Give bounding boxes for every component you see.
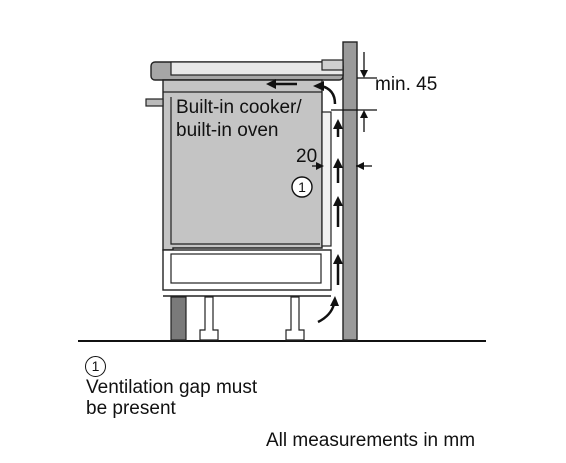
airflow-arrows xyxy=(266,79,343,324)
oven-feet xyxy=(199,296,305,341)
oven-drawer xyxy=(162,249,332,297)
wall xyxy=(342,41,358,341)
plinth xyxy=(170,296,187,341)
appliance-label-line1: Built-in cooker/ xyxy=(176,97,302,118)
min-clearance-dimension xyxy=(331,52,377,132)
legend-text-line2: be present xyxy=(86,398,176,419)
oven-body xyxy=(145,79,332,251)
legend-marker-line: 1 xyxy=(85,355,257,377)
measurement-note: All measurements in mm xyxy=(266,430,476,451)
legend-marker: 1 xyxy=(85,356,106,377)
callout-marker-text: 1 xyxy=(298,179,306,195)
min-clearance-label: min. 45 xyxy=(375,74,437,95)
legend-text-line1: Ventilation gap must xyxy=(86,377,258,398)
gap-dimension xyxy=(312,162,372,170)
gap-label: 20 xyxy=(296,146,317,167)
worktop xyxy=(150,59,344,81)
appliance-label-line2: built-in oven xyxy=(176,120,278,141)
legend: 1 Ventilation gap must be present xyxy=(85,355,258,419)
ventilation-callout: 1 xyxy=(291,176,313,198)
